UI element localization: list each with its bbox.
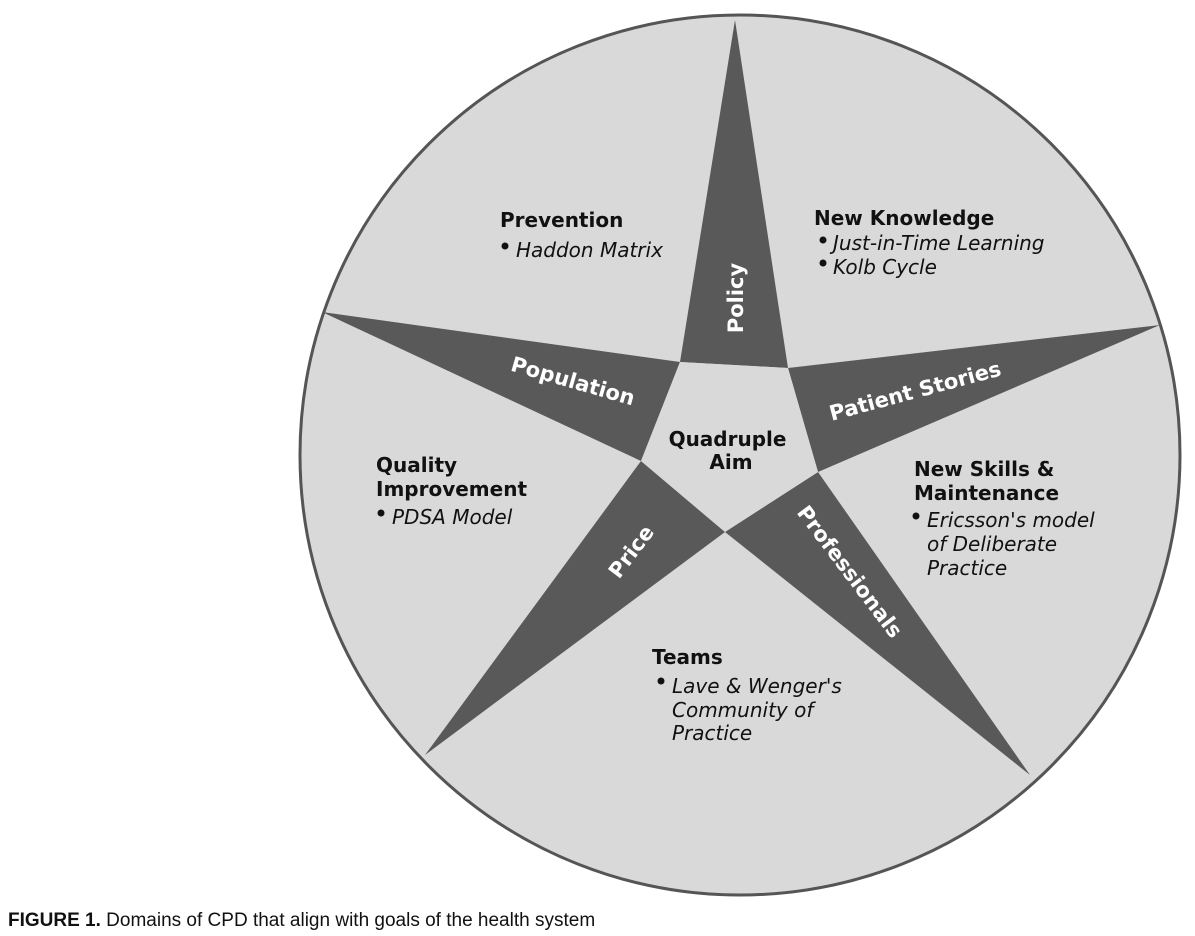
- bullet-dot: [912, 512, 920, 520]
- region-new-skills-title-line1: New Skills &: [914, 457, 1054, 481]
- region-new-skills-bullet-line2: of Deliberate: [927, 532, 1057, 556]
- region-teams-bullet-line3: Practice: [672, 721, 752, 745]
- figure-caption-label: FIGURE 1.: [8, 910, 101, 931]
- region-new-knowledge-bullet-1: Just-in-Time Learning: [829, 231, 1045, 255]
- region-new-skills: New Skills & Maintenance Ericsson's mode…: [912, 457, 1101, 580]
- region-prevention: Prevention Haddon Matrix: [500, 208, 663, 262]
- arm-policy: [680, 20, 788, 368]
- bullet-dot: [657, 677, 665, 685]
- region-new-knowledge-bullet-2: Kolb Cycle: [833, 255, 937, 279]
- region-quality-title: Quality Improvement: [376, 453, 527, 501]
- region-quality-title-line1: Quality: [376, 453, 457, 477]
- bullet-dot: [819, 259, 827, 267]
- region-prevention-title: Prevention: [500, 208, 623, 232]
- region-new-skills-title: New Skills & Maintenance: [914, 457, 1061, 505]
- region-new-knowledge-title: New Knowledge: [814, 206, 994, 230]
- region-new-skills-bullet-line3: Practice: [927, 556, 1007, 580]
- region-new-skills-bullet-1: Ericsson's model of Deliberate Practice: [927, 508, 1101, 580]
- region-quality-bullet-1: PDSA Model: [392, 505, 513, 529]
- arm-patient-stories: [788, 325, 1160, 472]
- region-teams-title: Teams: [652, 645, 723, 669]
- arm-label-policy: Policy: [724, 263, 748, 334]
- bullet-dot: [501, 242, 509, 250]
- region-new-knowledge: New Knowledge Just-in-Time Learning Kolb…: [814, 206, 1045, 279]
- center-label: Quadruple Aim: [669, 427, 794, 474]
- arm-professionals: [725, 472, 1030, 775]
- arm-population: [322, 312, 680, 461]
- region-teams: Teams Lave & Wenger's Community of Pract…: [652, 645, 848, 745]
- region-quality-improvement: Quality Improvement PDSA Model: [376, 453, 527, 529]
- bullet-dot: [819, 236, 827, 244]
- bullet-dot: [377, 509, 385, 517]
- center-label-line2: Aim: [709, 450, 752, 474]
- region-quality-title-line2: Improvement: [376, 477, 527, 501]
- region-teams-bullet-line1: Lave & Wenger's: [672, 674, 842, 698]
- center-pentagon: [641, 362, 818, 532]
- region-new-skills-bullet-line1: Ericsson's model: [927, 508, 1095, 532]
- figure-caption: FIGURE 1. Domains of CPD that align with…: [8, 910, 595, 932]
- region-new-skills-title-line2: Maintenance: [914, 481, 1059, 505]
- center-label-line1: Quadruple: [669, 427, 787, 451]
- region-teams-bullet-line2: Community of: [672, 698, 816, 722]
- arm-price: [425, 461, 725, 755]
- figure-caption-text: Domains of CPD that align with goals of …: [100, 910, 596, 931]
- region-prevention-bullet-1: Haddon Matrix: [516, 238, 663, 262]
- region-teams-bullet-1: Lave & Wenger's Community of Practice: [672, 674, 848, 745]
